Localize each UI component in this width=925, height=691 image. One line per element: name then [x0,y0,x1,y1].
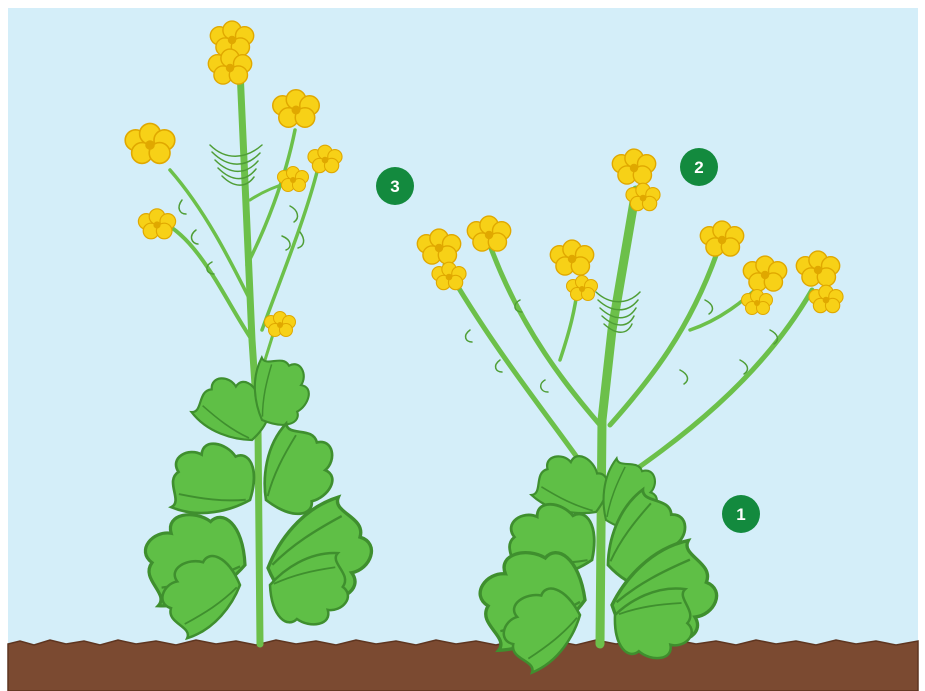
stage-badge-3-label: 3 [390,177,399,196]
stage-badge-3: 3 [376,167,414,205]
stage-badge-2-label: 2 [694,158,703,177]
stage-badge-1-label: 1 [736,505,745,524]
stage-badge-1: 1 [722,495,760,533]
soil-ground [8,640,918,691]
stage-badge-2: 2 [680,148,718,186]
